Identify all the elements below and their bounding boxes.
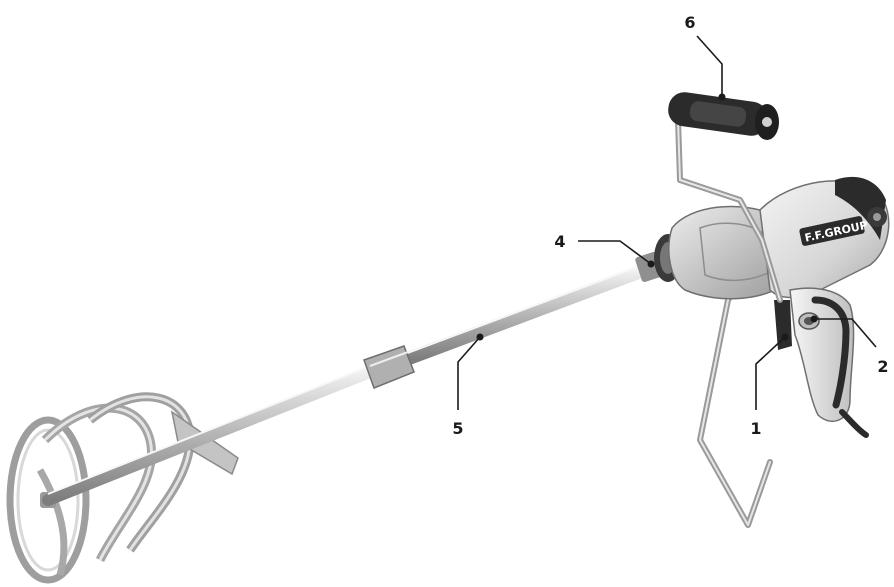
- shaft-coupling-line: [369, 351, 409, 367]
- pistol-grip: [789, 287, 869, 438]
- motor-body: F.F.GROUP: [759, 176, 890, 299]
- paddle-spiral-3: [36, 468, 68, 576]
- paddle-spiral-1-highlight: [43, 406, 153, 561]
- paddle-ring: [6, 416, 90, 584]
- mixing-paddle: [6, 392, 239, 584]
- callout-2: 2: [810, 315, 889, 376]
- callout-5: 5: [452, 333, 484, 438]
- mixing-shaft: [42, 263, 652, 506]
- brand-plate: [799, 216, 865, 246]
- grip-insert: [811, 296, 850, 409]
- callout-label-1: 1: [750, 419, 761, 438]
- shaft-lower: [42, 364, 381, 506]
- paddle-ring-inner: [16, 428, 80, 572]
- callout-label-5: 5: [452, 419, 463, 438]
- callout-6: 6: [684, 13, 726, 101]
- shaft-coupling: [363, 345, 415, 389]
- auxiliary-handle: [668, 92, 783, 303]
- handle-end-cap-center: [762, 117, 772, 127]
- power-cord: [839, 409, 869, 438]
- shaft-upper: [398, 263, 652, 367]
- callout-label-6: 6: [684, 13, 695, 32]
- callout-4: 4: [554, 232, 655, 268]
- handle-grip-texture: [689, 101, 747, 127]
- callout-label-4: 4: [554, 232, 565, 251]
- callout-label-2: 2: [877, 357, 888, 376]
- shaft-lower-edge: [47, 363, 376, 495]
- callout-1: 1: [750, 333, 789, 438]
- brush-cap-center: [873, 213, 881, 221]
- gear-housing: [668, 205, 791, 300]
- trigger-switch: [774, 300, 792, 350]
- shaft-upper-edge: [404, 263, 646, 355]
- handle-frame-highlight: [677, 119, 781, 301]
